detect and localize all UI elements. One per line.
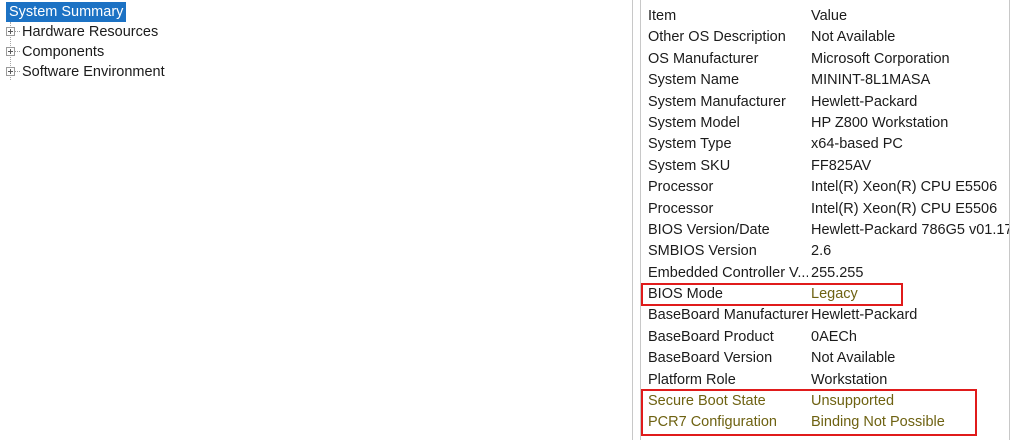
tree-item-system-summary[interactable]: System Summary [2,2,632,22]
row-item-label: PCR7 Configuration [648,414,777,431]
table-row[interactable]: Processor Intel(R) Xeon(R) CPU E5506 [641,177,1009,198]
row-item-label: System SKU [648,157,731,174]
table-row[interactable]: BaseBoard Version Not Available [641,348,1009,369]
row-item-label: BIOS Version/Date [648,221,770,238]
row-item-label: SMBIOS Version [648,243,757,260]
table-row[interactable]: BaseBoard Manufacturer Hewlett-Packard [641,305,1009,326]
row-item-label: OS Manufacturer [648,50,759,67]
table-row[interactable]: Other OS Description Not Available [641,27,1009,48]
row-item-label: BaseBoard Version [648,350,773,367]
row-value: HP Z800 Workstation [811,114,949,131]
table-row[interactable]: Embedded Controller V... 255.255 [641,263,1009,284]
tree-item-system-summary-label: System Summary [6,2,127,22]
table-row[interactable]: Platform Role Workstation [641,370,1009,391]
row-value: Not Available [811,350,896,367]
row-item-label: Platform Role [648,371,736,388]
row-value: Legacy [811,286,858,303]
table-row[interactable]: System Type x64-based PC [641,134,1009,155]
table-row[interactable]: Processor Intel(R) Xeon(R) CPU E5506 [641,199,1009,220]
expand-plus-icon[interactable] [2,42,20,62]
details-grid-pane: Item Value Other OS Description Not Avai… [640,0,1010,440]
navigation-tree-pane: System Summary Hardware Resources Compon… [2,0,633,440]
row-item-label: BaseBoard Product [648,328,774,345]
row-item-label: Processor [648,200,714,217]
row-value: 255.255 [811,264,864,281]
grid-header-row: Item Value [641,6,1009,27]
expand-plus-icon[interactable] [2,62,20,82]
row-value: x64-based PC [811,136,903,153]
tree-item-components[interactable]: Components [2,42,632,62]
row-item-label: BaseBoard Manufacturer [648,307,808,324]
tree-item-software-environment-label: Software Environment [22,64,165,80]
column-header-value[interactable]: Value [811,8,848,24]
column-header-item[interactable]: Item [648,8,677,24]
row-item-label: System Type [648,136,732,153]
pane-splitter[interactable] [633,0,640,440]
row-value: Unsupported [811,393,895,410]
row-item-label: BIOS Mode [648,286,723,303]
table-row-pcr7-configuration[interactable]: PCR7 Configuration Binding Not Possible [641,412,1009,433]
row-value: Intel(R) Xeon(R) CPU E5506 [811,179,998,196]
row-value: Hewlett-Packard 786G5 v01.17, 8/ [811,221,1009,238]
row-value: FF825AV [811,157,872,174]
row-value: MININT-8L1MASA [811,72,931,89]
table-row[interactable]: System Manufacturer Hewlett-Packard [641,92,1009,113]
row-item-label: Processor [648,179,714,196]
row-item-label: System Model [648,114,740,131]
tree-item-hardware-resources[interactable]: Hardware Resources [2,22,632,42]
table-row[interactable]: SMBIOS Version 2.6 [641,241,1009,262]
table-row[interactable]: System Name MININT-8L1MASA [641,70,1009,91]
row-value: Binding Not Possible [811,414,945,431]
row-item-label: Embedded Controller V... [648,264,808,281]
table-row-secure-boot-state[interactable]: Secure Boot State Unsupported [641,391,1009,412]
row-item-label: System Manufacturer [648,93,786,110]
tree-item-software-environment[interactable]: Software Environment [2,62,632,82]
expand-plus-icon[interactable] [2,22,20,42]
table-row[interactable]: System SKU FF825AV [641,156,1009,177]
tree-item-hardware-resources-label: Hardware Resources [22,24,159,40]
table-row-bios-mode[interactable]: BIOS Mode Legacy [641,284,1009,305]
row-value: Microsoft Corporation [811,50,950,67]
tree-item-components-label: Components [22,44,105,60]
row-value: Hewlett-Packard [811,93,918,110]
row-value: Intel(R) Xeon(R) CPU E5506 [811,200,998,217]
row-value: Workstation [811,371,888,388]
table-row[interactable]: System Model HP Z800 Workstation [641,113,1009,134]
table-row[interactable]: OS Manufacturer Microsoft Corporation [641,49,1009,70]
row-value: 0AECh [811,328,857,345]
table-row[interactable]: BIOS Version/Date Hewlett-Packard 786G5 … [641,220,1009,241]
row-item-label: Secure Boot State [648,393,766,410]
row-value: Not Available [811,29,896,46]
row-value: 2.6 [811,243,832,260]
row-value: Hewlett-Packard [811,307,918,324]
row-item-label: System Name [648,72,740,89]
details-grid: Item Value Other OS Description Not Avai… [641,6,1009,434]
table-row[interactable]: BaseBoard Product 0AECh [641,327,1009,348]
tree-root: System Summary Hardware Resources Compon… [2,2,632,82]
row-item-label: Other OS Description [648,29,786,46]
